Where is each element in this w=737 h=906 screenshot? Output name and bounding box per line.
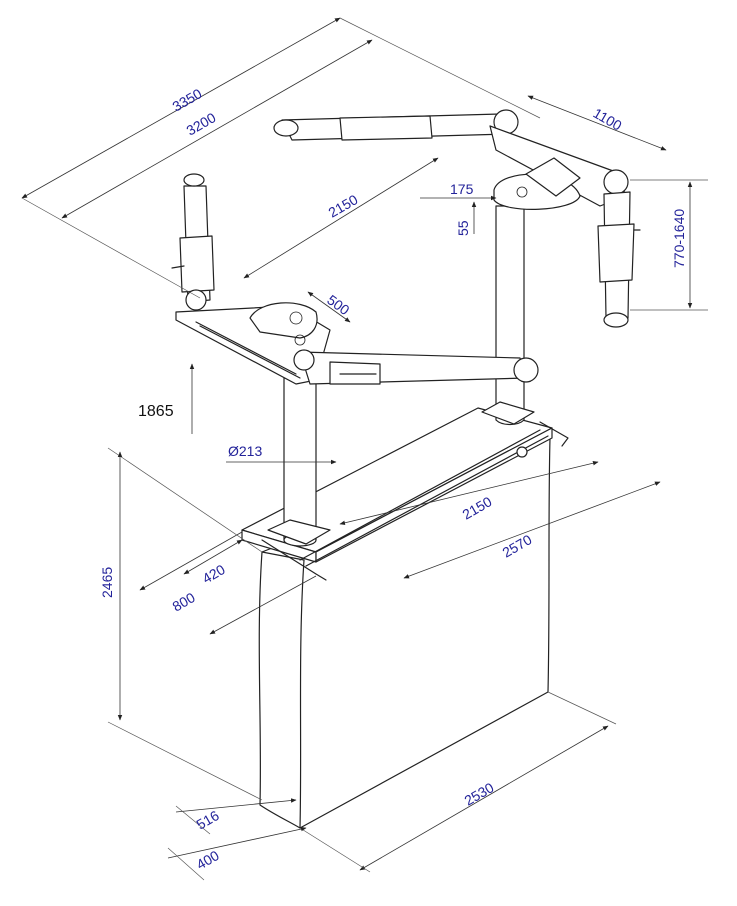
dim-3200: 3200 bbox=[184, 109, 219, 139]
dim-55: 55 bbox=[455, 220, 471, 236]
dim-2530: 2530 bbox=[462, 779, 497, 809]
dimension-lines bbox=[21, 17, 708, 881]
dim-2150-top: 2150 bbox=[326, 191, 361, 221]
dim-3350: 3350 bbox=[170, 85, 205, 115]
dim-2465: 2465 bbox=[99, 567, 115, 598]
dim-500: 500 bbox=[324, 291, 352, 318]
dim-1865: 1865 bbox=[138, 403, 174, 420]
dim-175: 175 bbox=[450, 181, 474, 197]
dim-800: 800 bbox=[170, 589, 198, 615]
dim-516: 516 bbox=[194, 807, 222, 833]
rear-arm bbox=[273, 109, 519, 141]
right-carriage bbox=[489, 125, 629, 210]
left-column bbox=[267, 377, 331, 547]
dim-400: 400 bbox=[194, 847, 222, 873]
front-arm bbox=[293, 349, 539, 385]
dim-diameter-213: Ø213 bbox=[228, 443, 262, 459]
right-arm bbox=[597, 191, 641, 328]
dim-770-1640: 770-1640 bbox=[671, 209, 687, 268]
left-arm bbox=[171, 173, 215, 311]
dim-1100: 1100 bbox=[591, 105, 625, 134]
dim-420: 420 bbox=[200, 561, 228, 587]
right-column bbox=[481, 205, 535, 426]
left-carriage bbox=[175, 302, 331, 385]
